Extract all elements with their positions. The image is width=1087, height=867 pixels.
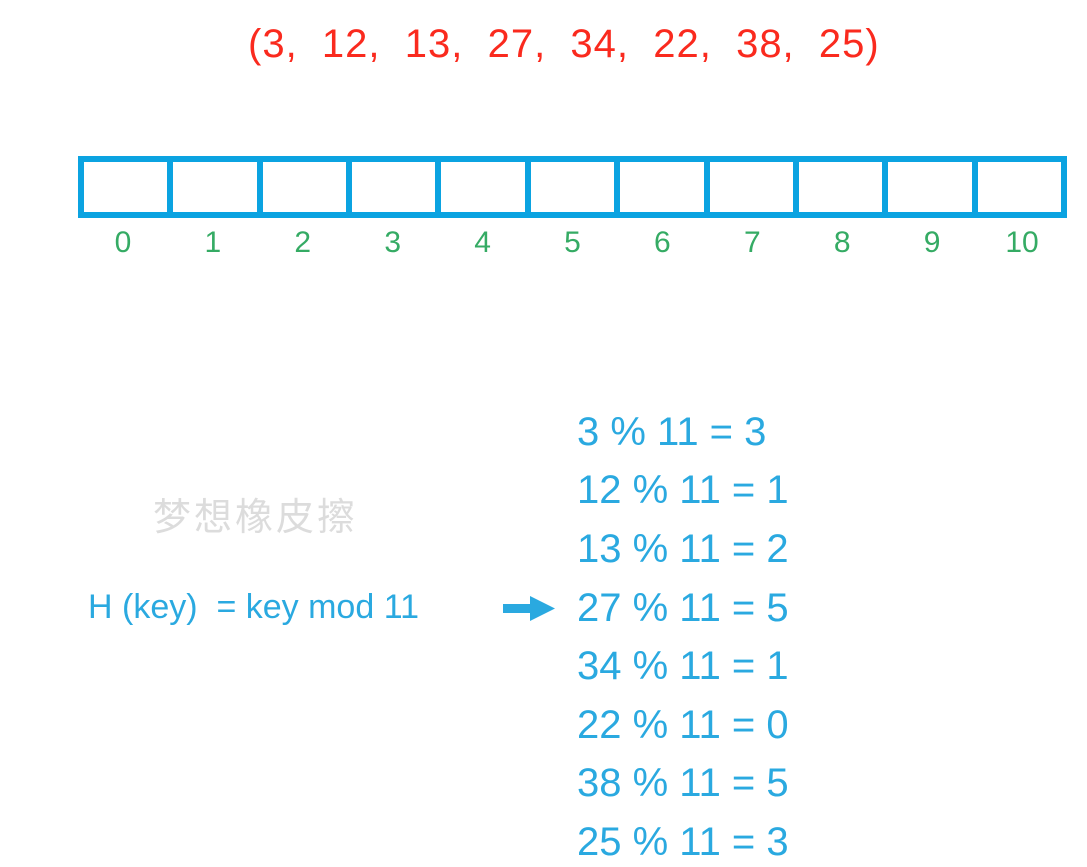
hash-slot (167, 162, 256, 212)
slot-index: 7 (743, 226, 761, 259)
mod-calculation: 34 % 11 = 1 (577, 644, 789, 689)
slot-index: 4 (474, 226, 491, 259)
hash-slot (882, 162, 971, 212)
right-arrow-icon (503, 595, 555, 622)
hash-slot (84, 162, 167, 212)
hash-slot (256, 162, 346, 212)
hash-slot (971, 162, 1061, 212)
mod-calculation: 3 % 11 = 3 (577, 409, 767, 454)
hash-slot (703, 162, 793, 212)
hash-slot (435, 162, 524, 212)
slot-index: 8 (833, 226, 851, 259)
slot-index: 5 (564, 226, 581, 259)
mod-calculation: 25 % 11 = 3 (577, 819, 789, 864)
mod-calculation: 13 % 11 = 2 (577, 526, 789, 571)
hash-slot (792, 162, 882, 212)
slot-index: 3 (384, 226, 402, 259)
mod-calculation-list: 3 % 11 = 3 12 % 11 = 1 13 % 11 = 2 27 % … (577, 403, 789, 867)
slot-index: 1 (204, 226, 222, 259)
mod-calculation: 27 % 11 = 5 (577, 585, 789, 630)
mod-calculation: 12 % 11 = 1 (577, 468, 789, 513)
mod-calculation: 22 % 11 = 0 (577, 702, 789, 747)
slot-index-row: 0 1 2 3 4 5 6 7 8 9 10 (78, 226, 1067, 260)
slot-index: 9 (923, 226, 941, 259)
slot-index: 10 (1005, 226, 1039, 259)
keys-tuple: (3, 12, 13, 27, 34, 22, 38, 25) (248, 22, 880, 66)
hash-function-formula: H (key) = key mod 11 (88, 588, 419, 626)
slot-index: 2 (294, 226, 312, 259)
hash-slot (346, 162, 435, 212)
watermark-text: 梦想橡皮擦 (153, 497, 359, 539)
hash-slot (614, 162, 703, 212)
hash-slot (524, 162, 614, 212)
slot-index: 6 (654, 226, 671, 259)
mod-calculation: 38 % 11 = 5 (577, 761, 789, 806)
slot-index: 0 (114, 226, 132, 259)
hash-table-array (78, 156, 1067, 218)
